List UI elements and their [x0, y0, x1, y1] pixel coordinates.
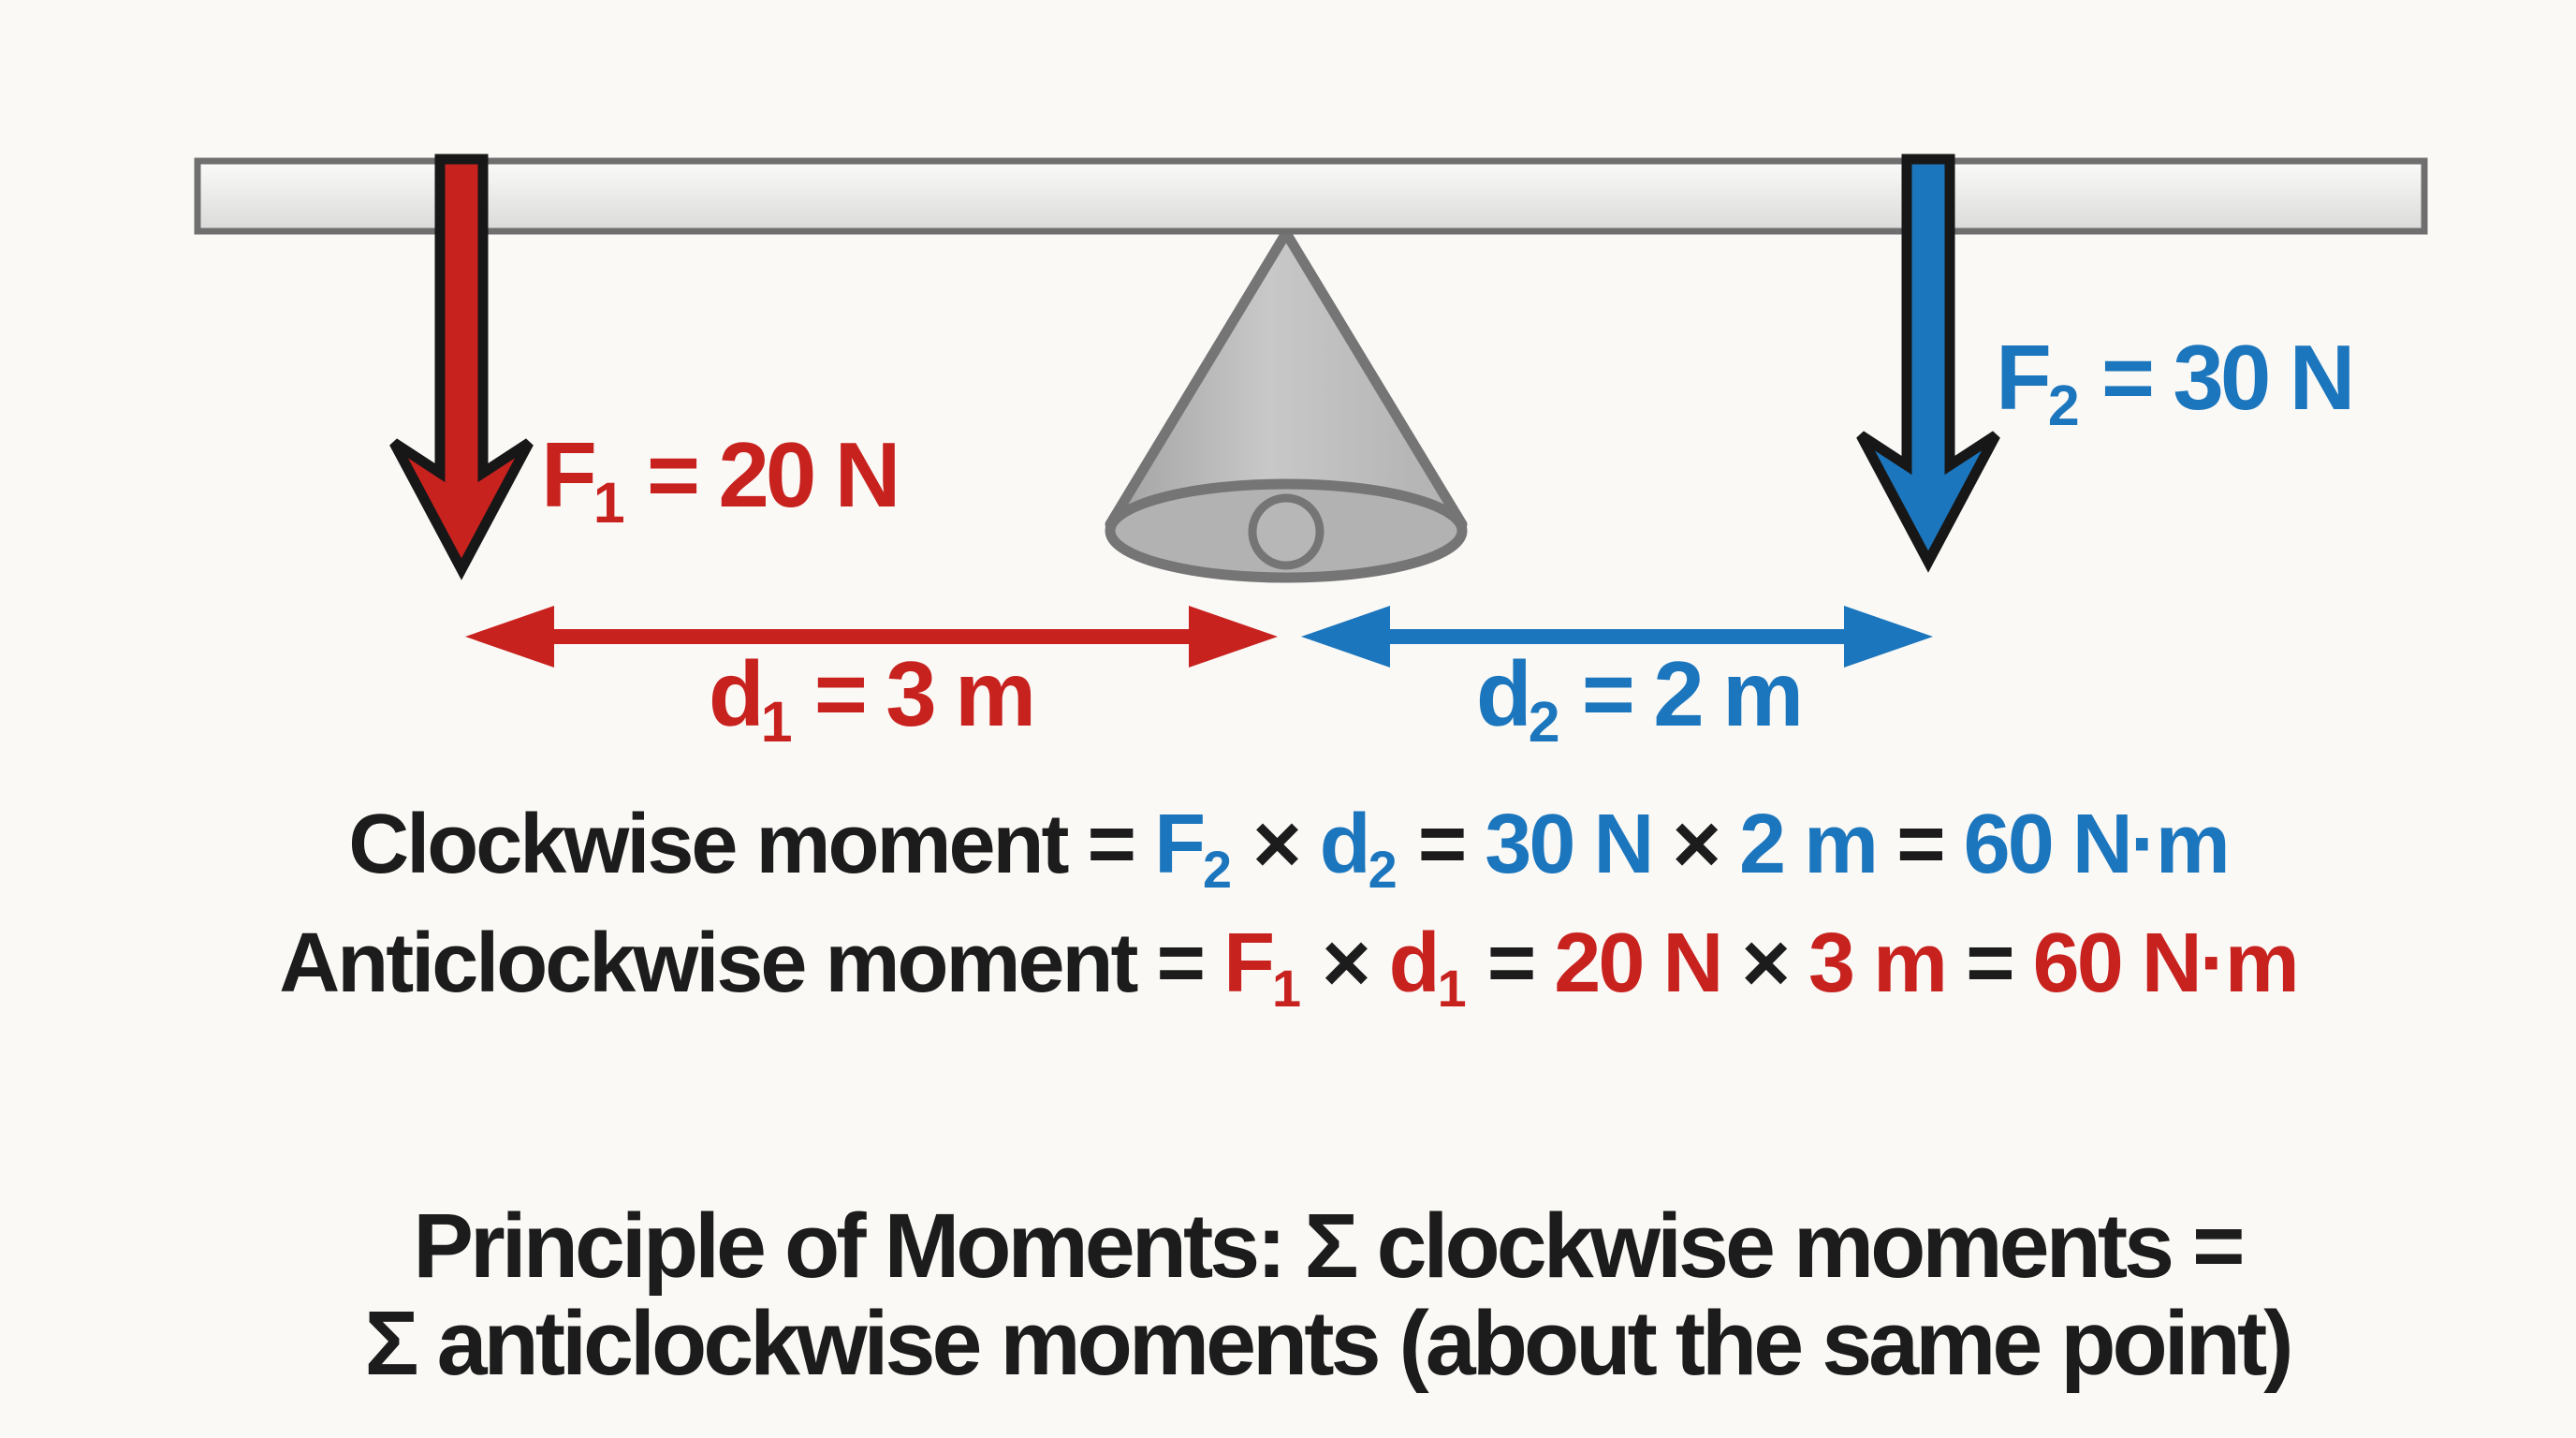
f1-force-arrow	[389, 154, 534, 580]
f2-force-arrow	[1856, 154, 2000, 573]
fulcrum-cone-hub	[1248, 493, 1325, 570]
f1-label: F1 = 20 N	[541, 423, 900, 535]
principle-line2: Σ anticlockwise moments (about the same …	[364, 1292, 2293, 1394]
beam-bar	[194, 157, 2428, 235]
anticlockwise-moment-equation: Anticlockwise moment = F1 × d1 = 20 N × …	[279, 917, 2300, 1018]
principle-line1: Principle of Moments: Σ clockwise moment…	[413, 1195, 2245, 1297]
clockwise-moment-equation: Clockwise moment = F2 × d2 = 30 N × 2 m …	[348, 798, 2231, 899]
f2-label: F2 = 30 N	[1996, 326, 2355, 437]
d1-distance-arrow	[465, 606, 1278, 668]
d2-label: d2 = 2 m	[1475, 642, 1804, 754]
d1-label: d1 = 3 m	[708, 642, 1036, 754]
principle-statement: Principle of Moments: Σ clockwise moment…	[39, 1197, 2576, 1392]
d2-distance-arrow	[1301, 606, 1933, 668]
